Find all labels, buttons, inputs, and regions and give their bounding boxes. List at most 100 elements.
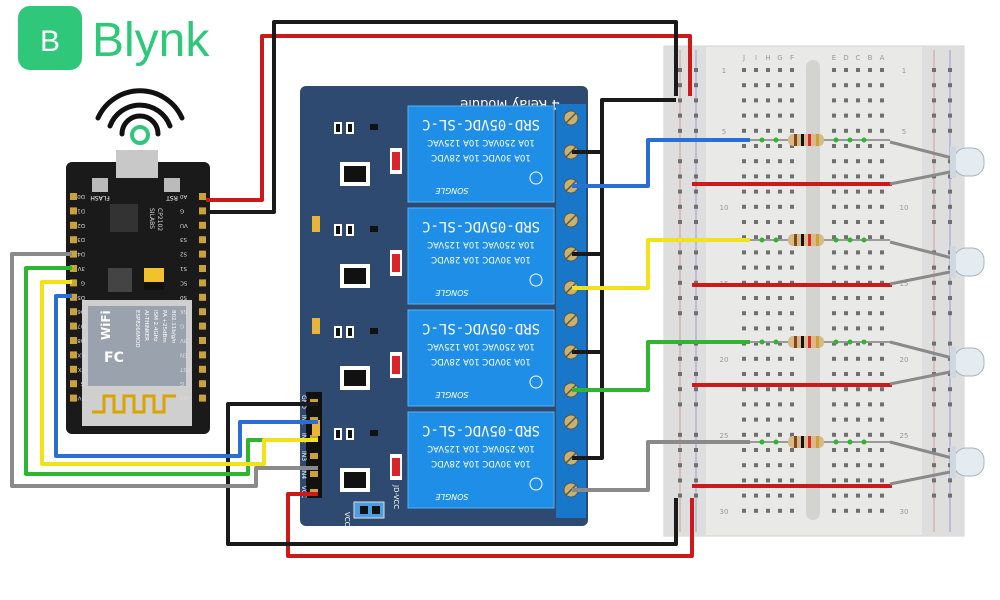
breadboard-hole bbox=[856, 68, 860, 72]
nodemcu-pin bbox=[199, 279, 206, 287]
rail-hole bbox=[694, 463, 698, 468]
resistor-2 bbox=[750, 234, 890, 246]
breadboard-hole bbox=[790, 448, 794, 452]
breadboard-hole bbox=[742, 448, 746, 452]
breadboard-hole bbox=[778, 311, 782, 316]
nodemcu-pin bbox=[199, 380, 206, 388]
breadboard-hole bbox=[790, 417, 794, 422]
breadboard-hole bbox=[832, 113, 836, 118]
wire-blue-out bbox=[572, 138, 750, 188]
relay-rating-ac: 10A 250VAC 10A 125VAC bbox=[427, 137, 535, 147]
nodemcu-pin bbox=[70, 293, 77, 301]
breadboard-hole bbox=[754, 448, 758, 452]
rail-hole bbox=[678, 113, 682, 118]
breadboard-hole bbox=[742, 220, 746, 224]
rail-hole bbox=[694, 174, 698, 179]
breadboard-hole bbox=[856, 326, 860, 331]
breadboard-hole bbox=[856, 296, 860, 300]
nodemcu-pin bbox=[199, 394, 206, 402]
relay-rating-dc: 10A 30VDC 10A 28VDC bbox=[431, 254, 531, 264]
breadboard-hole bbox=[754, 387, 758, 392]
breadboard-hole bbox=[856, 417, 860, 422]
breadboard-hole bbox=[790, 356, 794, 361]
rail-hole bbox=[932, 98, 936, 103]
rail-hole bbox=[932, 478, 936, 483]
breadboard-hole bbox=[880, 265, 884, 270]
rail-hole bbox=[948, 83, 952, 88]
led-4 bbox=[889, 440, 985, 486]
breadboard-hole bbox=[778, 493, 782, 498]
nodemcu-pin-label: 3V bbox=[78, 265, 85, 271]
breadboard-hole bbox=[832, 144, 836, 148]
breadboard-hole bbox=[790, 372, 794, 376]
breadboard-hole bbox=[754, 478, 758, 483]
breadboard-hole bbox=[778, 417, 782, 422]
relay-model: SRD-05VDC-SL-C bbox=[422, 422, 540, 438]
breadboard-hole bbox=[868, 372, 872, 376]
flash-label: FLASH bbox=[90, 194, 109, 201]
resistor-1 bbox=[750, 134, 890, 146]
nodemcu-pin-label: D4 bbox=[77, 251, 85, 257]
nodemcu-pin bbox=[70, 193, 77, 200]
nodemcu-pin bbox=[199, 337, 206, 344]
breadboard-hole bbox=[856, 235, 860, 240]
breadboard-hole bbox=[754, 144, 758, 148]
nodemcu-pin-label: D0 bbox=[77, 193, 85, 199]
breadboard-hole bbox=[766, 220, 770, 224]
rail-hole bbox=[932, 493, 936, 498]
breadboard-hole bbox=[844, 296, 848, 300]
breadboard-hole bbox=[766, 478, 770, 483]
breadboard-hole bbox=[778, 387, 782, 392]
breadboard-hole bbox=[880, 235, 884, 240]
breadboard-hole bbox=[790, 402, 794, 407]
breadboard-hole bbox=[790, 220, 794, 224]
breadboard-row-label: 25 bbox=[900, 432, 909, 440]
breadboard-row-label: 1 bbox=[722, 67, 726, 75]
breadboard-hole bbox=[832, 280, 836, 285]
breadboard-hole bbox=[832, 189, 836, 194]
breadboard-hole bbox=[844, 341, 848, 346]
breadboard-hole bbox=[844, 113, 848, 118]
breadboard-hole bbox=[868, 493, 872, 498]
breadboard-hole bbox=[832, 493, 836, 498]
breadboard-hole bbox=[754, 68, 758, 72]
breadboard-hole bbox=[880, 296, 884, 300]
breadboard-hole bbox=[766, 356, 770, 361]
breadboard-hole bbox=[766, 417, 770, 422]
breadboard-hole bbox=[880, 204, 884, 209]
breadboard-hole bbox=[742, 372, 746, 376]
breadboard-hole bbox=[754, 493, 758, 498]
breadboard-row-label: 10 bbox=[900, 204, 909, 212]
breadboard-hole bbox=[844, 68, 848, 72]
breadboard-hole bbox=[754, 204, 758, 209]
nodemcu-pin bbox=[70, 207, 77, 215]
breadboard-hole bbox=[844, 189, 848, 194]
rst-label: RST bbox=[166, 194, 178, 201]
relay-driver-3 bbox=[312, 318, 402, 390]
breadboard-hole bbox=[766, 174, 770, 179]
rail-hole bbox=[932, 68, 936, 72]
rail-hole bbox=[694, 402, 698, 407]
breadboard-hole bbox=[880, 356, 884, 361]
breadboard-hole bbox=[832, 341, 836, 346]
breadboard-hole bbox=[856, 174, 860, 179]
breadboard-hole bbox=[754, 98, 758, 103]
chip-label-2: CP2102 bbox=[156, 208, 163, 231]
breadboard-hole bbox=[868, 83, 872, 88]
relay-driver-2 bbox=[312, 216, 402, 288]
nodemcu-pin-label: VU bbox=[180, 222, 188, 228]
breadboard-hole bbox=[742, 463, 746, 468]
rail-hole bbox=[694, 372, 698, 376]
nodemcu-pin-label: RX bbox=[77, 351, 85, 357]
breadboard-hole bbox=[832, 204, 836, 209]
breadboard-hole bbox=[778, 98, 782, 103]
rail-hole bbox=[948, 204, 952, 209]
led-3 bbox=[889, 340, 985, 386]
breadboard-hole bbox=[754, 220, 758, 224]
breadboard-hole bbox=[844, 204, 848, 209]
breadboard-hole bbox=[868, 265, 872, 270]
